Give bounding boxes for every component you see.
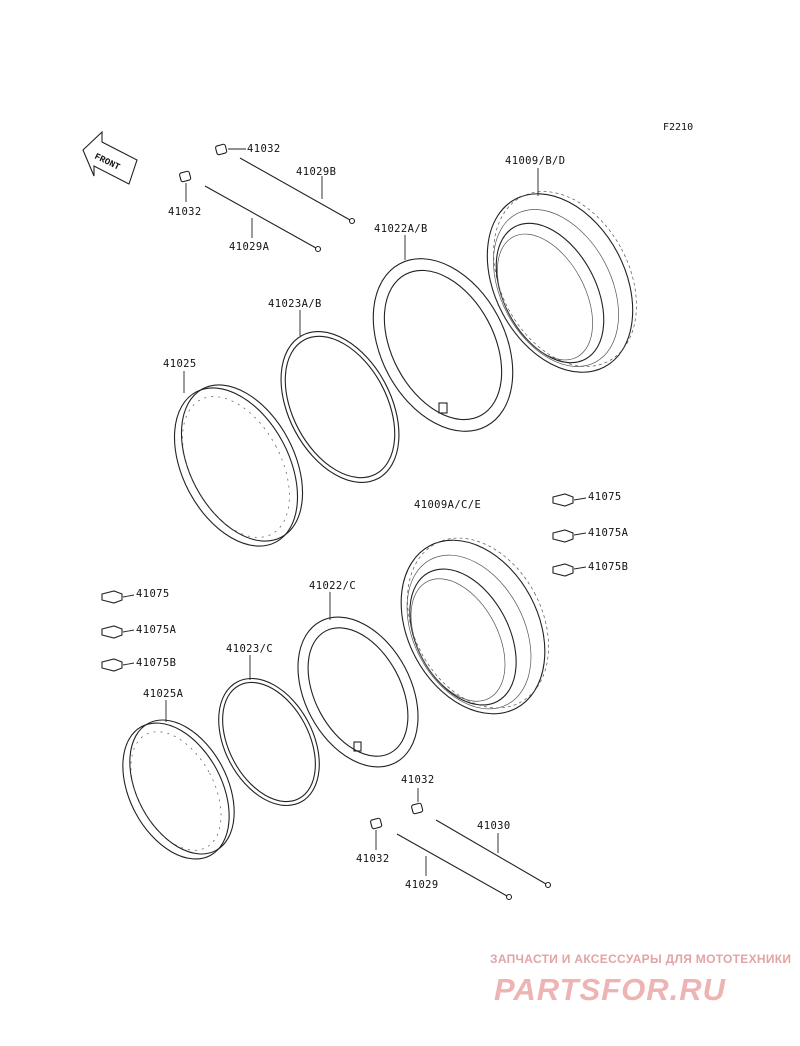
valve-cap-41075B-left [101,658,135,672]
valve-cap-41075-left [101,590,135,604]
rod-41029 [396,833,513,901]
watermark-logo: PARTSFOR.RU [494,972,727,1007]
label-41025: 41025 [163,358,197,370]
label-41009ACE: 41009A/C/E [414,499,481,511]
label-41023AB: 41023A/B [268,298,322,310]
bolt-41032-left [179,170,192,202]
valve-cap-41075A-left [101,625,135,639]
bolt-41032-bottom-left [370,817,383,850]
valve-cap-41075-right [552,493,587,507]
label-41029B: 41029B [296,166,336,178]
rim-41025 [173,371,304,547]
rim-41025A [122,700,235,860]
label-41075A-left: 41075A [136,624,177,636]
label-41009BD: 41009/B/D [505,155,566,167]
tire-41009ACE [400,537,549,715]
tube-41022AB [372,235,514,432]
label-41032-top: 41032 [247,143,281,155]
tire-41009BD [486,168,637,373]
label-41025A: 41025A [143,688,184,700]
label-41032-left: 41032 [168,206,202,218]
bolt-41032-bottom-right [411,788,424,815]
watermark-tagline: ЗАПЧАСТИ И АКСЕССУАРЫ ДЛЯ МОТОТЕХНИКИ [490,952,791,966]
valve-cap-41075A-right [552,529,587,543]
rimband-41023AB [280,310,400,483]
label-41022AB: 41022A/B [374,223,428,235]
valve-cap-41075B-right [552,563,587,577]
bolt-41032-top [215,143,246,156]
diagram-code: F2210 [663,122,693,133]
tube-41022C [297,592,419,768]
label-41075B-right: 41075B [588,561,628,573]
label-41023C: 41023/C [226,643,273,655]
label-41032-bottom-right: 41032 [401,774,435,786]
label-41075A-right: 41075A [588,527,629,539]
rod-41030 [435,819,552,889]
label-41029: 41029 [405,879,439,891]
rod-41029B [239,157,356,225]
rimband-41023C [218,655,320,807]
front-arrow-icon: FRONT [82,130,138,185]
label-41075B-left: 41075B [136,657,176,669]
label-41029A: 41029A [229,241,270,253]
label-41075-right: 41075 [588,491,622,503]
front-label: FRONT [93,152,122,173]
label-41075-left: 41075 [136,588,170,600]
label-41022C: 41022/C [309,580,356,592]
label-41030: 41030 [477,820,511,832]
rod-41029A [204,185,322,253]
label-41032-bottom-left: 41032 [356,853,390,865]
